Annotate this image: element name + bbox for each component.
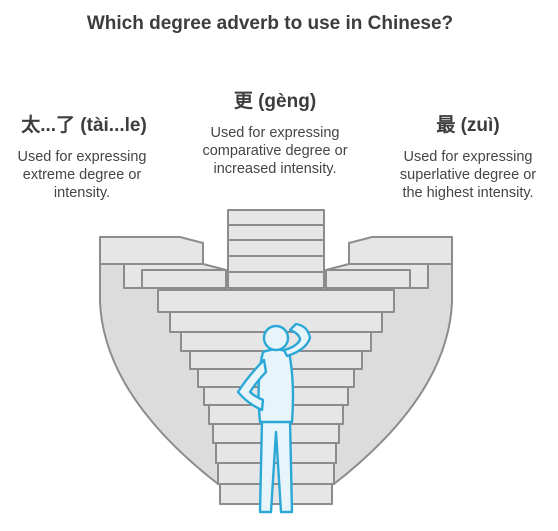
description-line: intensity. (53, 185, 111, 201)
center-tower-block (227, 271, 325, 289)
center-tower-block (227, 224, 325, 241)
funnel-step (217, 462, 335, 485)
option-heading-zui: 最 (zuì) (436, 115, 500, 136)
description-line: superlative degree or (399, 167, 537, 183)
person-left-arm (236, 358, 268, 412)
thinking-person-icon (236, 322, 312, 514)
description-line: Used for expressing (210, 125, 340, 141)
center-tower-block (227, 255, 325, 273)
option-description-geng: Used for expressing comparative degree o… (190, 124, 360, 178)
person-right-arm (282, 322, 312, 358)
center-tower-block (227, 239, 325, 257)
center-tower-block (227, 209, 325, 226)
funnel-step (219, 483, 333, 505)
description-line: Used for expressing (17, 149, 147, 165)
description-line: Used for expressing (403, 149, 533, 165)
left-stair-step (99, 236, 204, 265)
diagram-title: Which degree adverb to use in Chinese? (86, 13, 454, 34)
description-line: comparative degree or (202, 143, 348, 159)
option-heading-geng: 更 (gèng) (233, 91, 317, 112)
funnel-staircase (99, 209, 453, 505)
description-line: increased intensity. (213, 161, 337, 177)
right-stair-step (325, 269, 411, 289)
right-stair-step (348, 236, 453, 265)
person-head (262, 324, 290, 352)
option-description-tai-le: Used for expressing extreme degree or in… (2, 148, 162, 202)
description-line: extreme degree or (22, 167, 142, 183)
option-description-zui: Used for expressing superlative degree o… (386, 148, 550, 202)
funnel-step (157, 289, 395, 313)
option-heading-tai-le: 太...了 (tài...le) (21, 115, 147, 136)
person-legs (258, 418, 294, 514)
left-stair-step (141, 269, 227, 289)
description-line: the highest intensity. (402, 185, 534, 201)
